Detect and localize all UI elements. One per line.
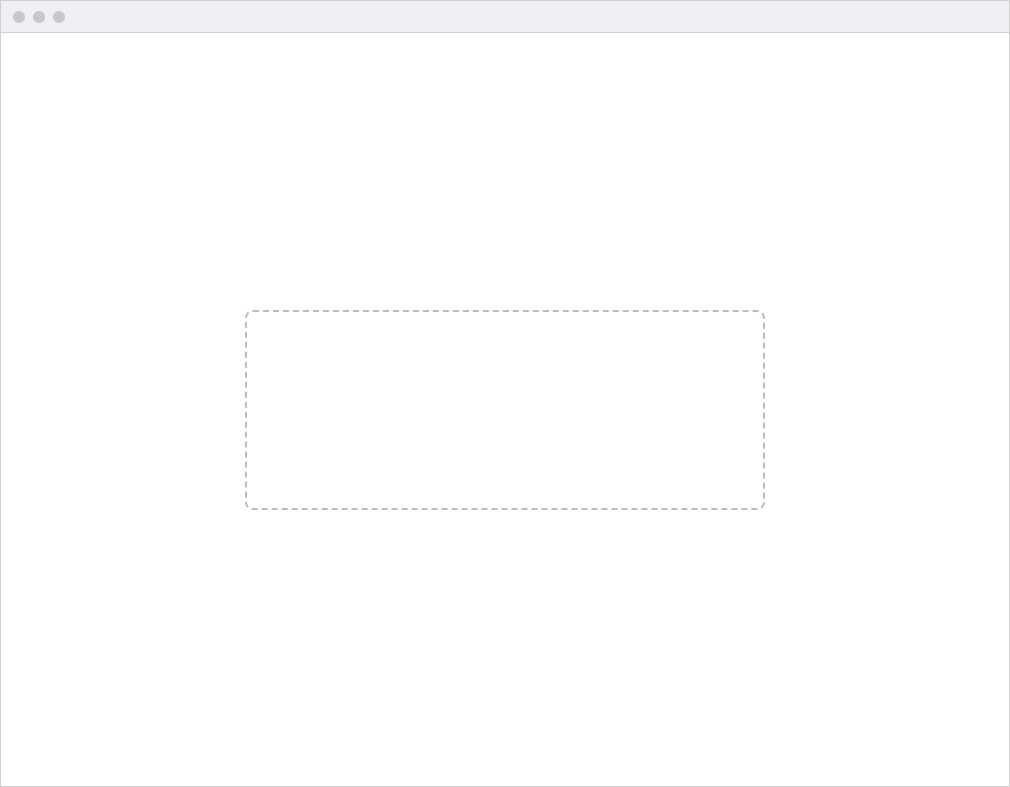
- window-control-icon[interactable]: [33, 10, 45, 23]
- title-bar: [1, 1, 1009, 33]
- main-area: [1, 33, 1009, 786]
- window-control-icon[interactable]: [13, 10, 25, 23]
- content-placeholder: [245, 309, 765, 510]
- window-control-icon[interactable]: [53, 10, 65, 23]
